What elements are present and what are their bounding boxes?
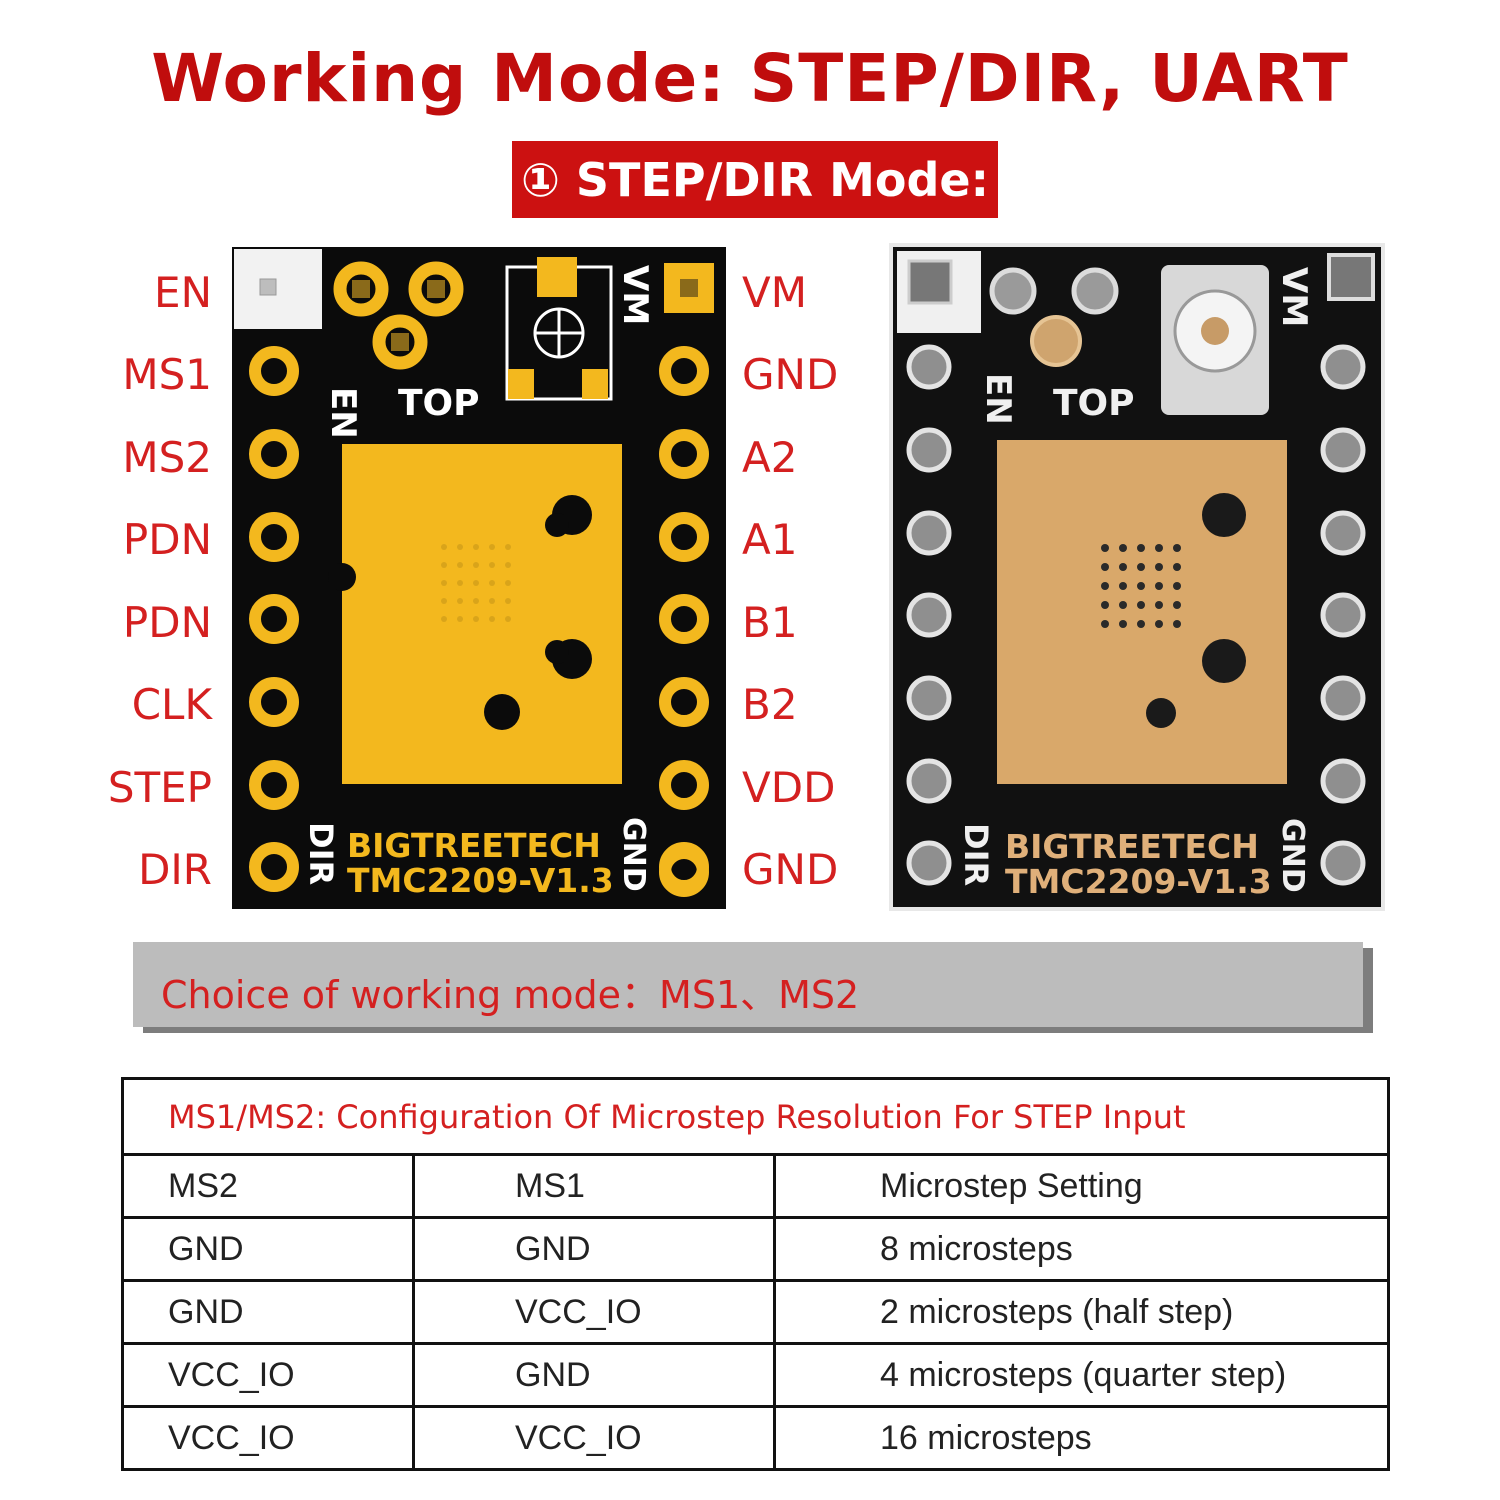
pin-label-right: B2 bbox=[742, 680, 798, 729]
cell-setting: 4 microsteps (quarter step) bbox=[773, 1342, 1390, 1408]
header-microstep-setting: Microstep Setting bbox=[773, 1153, 1390, 1219]
tmc2209-board-photo: EN TOP VM DIR GND BIGTREETECH TMC2209-V1… bbox=[889, 243, 1385, 911]
working-mode-banner: Choice of working mode：MS1、MS2 bbox=[133, 942, 1363, 1027]
tmc2209-board-illustration: EN TOP VM DIR GND BIGTREETECH TMC2209-V1… bbox=[232, 247, 726, 909]
table-row: GND VCC_IO 2 microsteps (half step) bbox=[121, 1279, 1390, 1345]
photo-silk-vm: VM bbox=[1274, 267, 1314, 327]
cell-ms1: GND bbox=[412, 1216, 776, 1282]
silk-brand: BIGTREETECH bbox=[347, 826, 601, 865]
mode-subtitle: ① STEP/DIR Mode: bbox=[512, 141, 998, 218]
pin-label-left: PDN bbox=[122, 515, 212, 564]
cell-ms1: VCC_IO bbox=[412, 1405, 776, 1471]
pin-label-left: CLK bbox=[131, 680, 212, 729]
pin-label-left: DIR bbox=[138, 845, 212, 894]
table-caption: MS1/MS2: Configuration Of Microstep Reso… bbox=[121, 1077, 1390, 1156]
photo-silk-brand: BIGTREETECH bbox=[1005, 827, 1259, 866]
photo-silk-top: TOP bbox=[1053, 383, 1135, 424]
pin-label-right: GND bbox=[742, 845, 839, 894]
page-title: Working Mode: STEP/DIR, UART bbox=[151, 40, 1349, 117]
pin-label-right: A1 bbox=[742, 515, 798, 564]
silk-gnd: GND bbox=[616, 817, 651, 892]
silk-top: TOP bbox=[398, 383, 480, 424]
cell-setting: 16 microsteps bbox=[773, 1405, 1390, 1471]
cell-ms2: VCC_IO bbox=[121, 1342, 415, 1408]
pin-label-right: VM bbox=[742, 268, 807, 317]
pin-label-left: STEP bbox=[107, 763, 212, 812]
pin-label-right: GND bbox=[742, 350, 839, 399]
pin-label-right: A2 bbox=[742, 433, 798, 482]
cell-ms2: GND bbox=[121, 1279, 415, 1345]
cell-setting: 2 microsteps (half step) bbox=[773, 1279, 1390, 1345]
table-row: GND GND 8 microsteps bbox=[121, 1216, 1390, 1282]
header-ms2: MS2 bbox=[121, 1153, 415, 1219]
photo-silk-dir: DIR bbox=[957, 823, 995, 886]
cell-ms2: VCC_IO bbox=[121, 1405, 415, 1471]
cell-ms2: GND bbox=[121, 1216, 415, 1282]
cell-ms1: VCC_IO bbox=[412, 1279, 776, 1345]
pin-label-left: MS2 bbox=[122, 433, 212, 482]
cell-ms1: GND bbox=[412, 1342, 776, 1408]
photo-silk-en: EN bbox=[978, 373, 1018, 425]
table-row: VCC_IO GND 4 microsteps (quarter step) bbox=[121, 1342, 1390, 1408]
pin-label-left: MS1 bbox=[122, 350, 212, 399]
pin-label-right: VDD bbox=[742, 763, 836, 812]
microstep-table: MS1/MS2: Configuration Of Microstep Reso… bbox=[121, 1077, 1390, 1471]
pin-label-right: B1 bbox=[742, 598, 798, 647]
silk-vm: VM bbox=[615, 265, 655, 325]
cell-setting: 8 microsteps bbox=[773, 1216, 1390, 1282]
silk-model: TMC2209-V1.3 bbox=[347, 861, 614, 900]
silk-en: EN bbox=[323, 387, 363, 439]
photo-silk-model: TMC2209-V1.3 bbox=[1005, 862, 1272, 901]
silk-dir: DIR bbox=[302, 822, 340, 885]
banner-text: Choice of working mode：MS1、MS2 bbox=[161, 973, 860, 1017]
header-ms1: MS1 bbox=[412, 1153, 776, 1219]
pin-label-left: PDN bbox=[122, 598, 212, 647]
table-row: VCC_IO VCC_IO 16 microsteps bbox=[121, 1405, 1390, 1471]
photo-silk-gnd: GND bbox=[1275, 818, 1310, 893]
table-header-row: MS2 MS1 Microstep Setting bbox=[121, 1153, 1390, 1219]
pin-label-left: EN bbox=[154, 268, 212, 317]
